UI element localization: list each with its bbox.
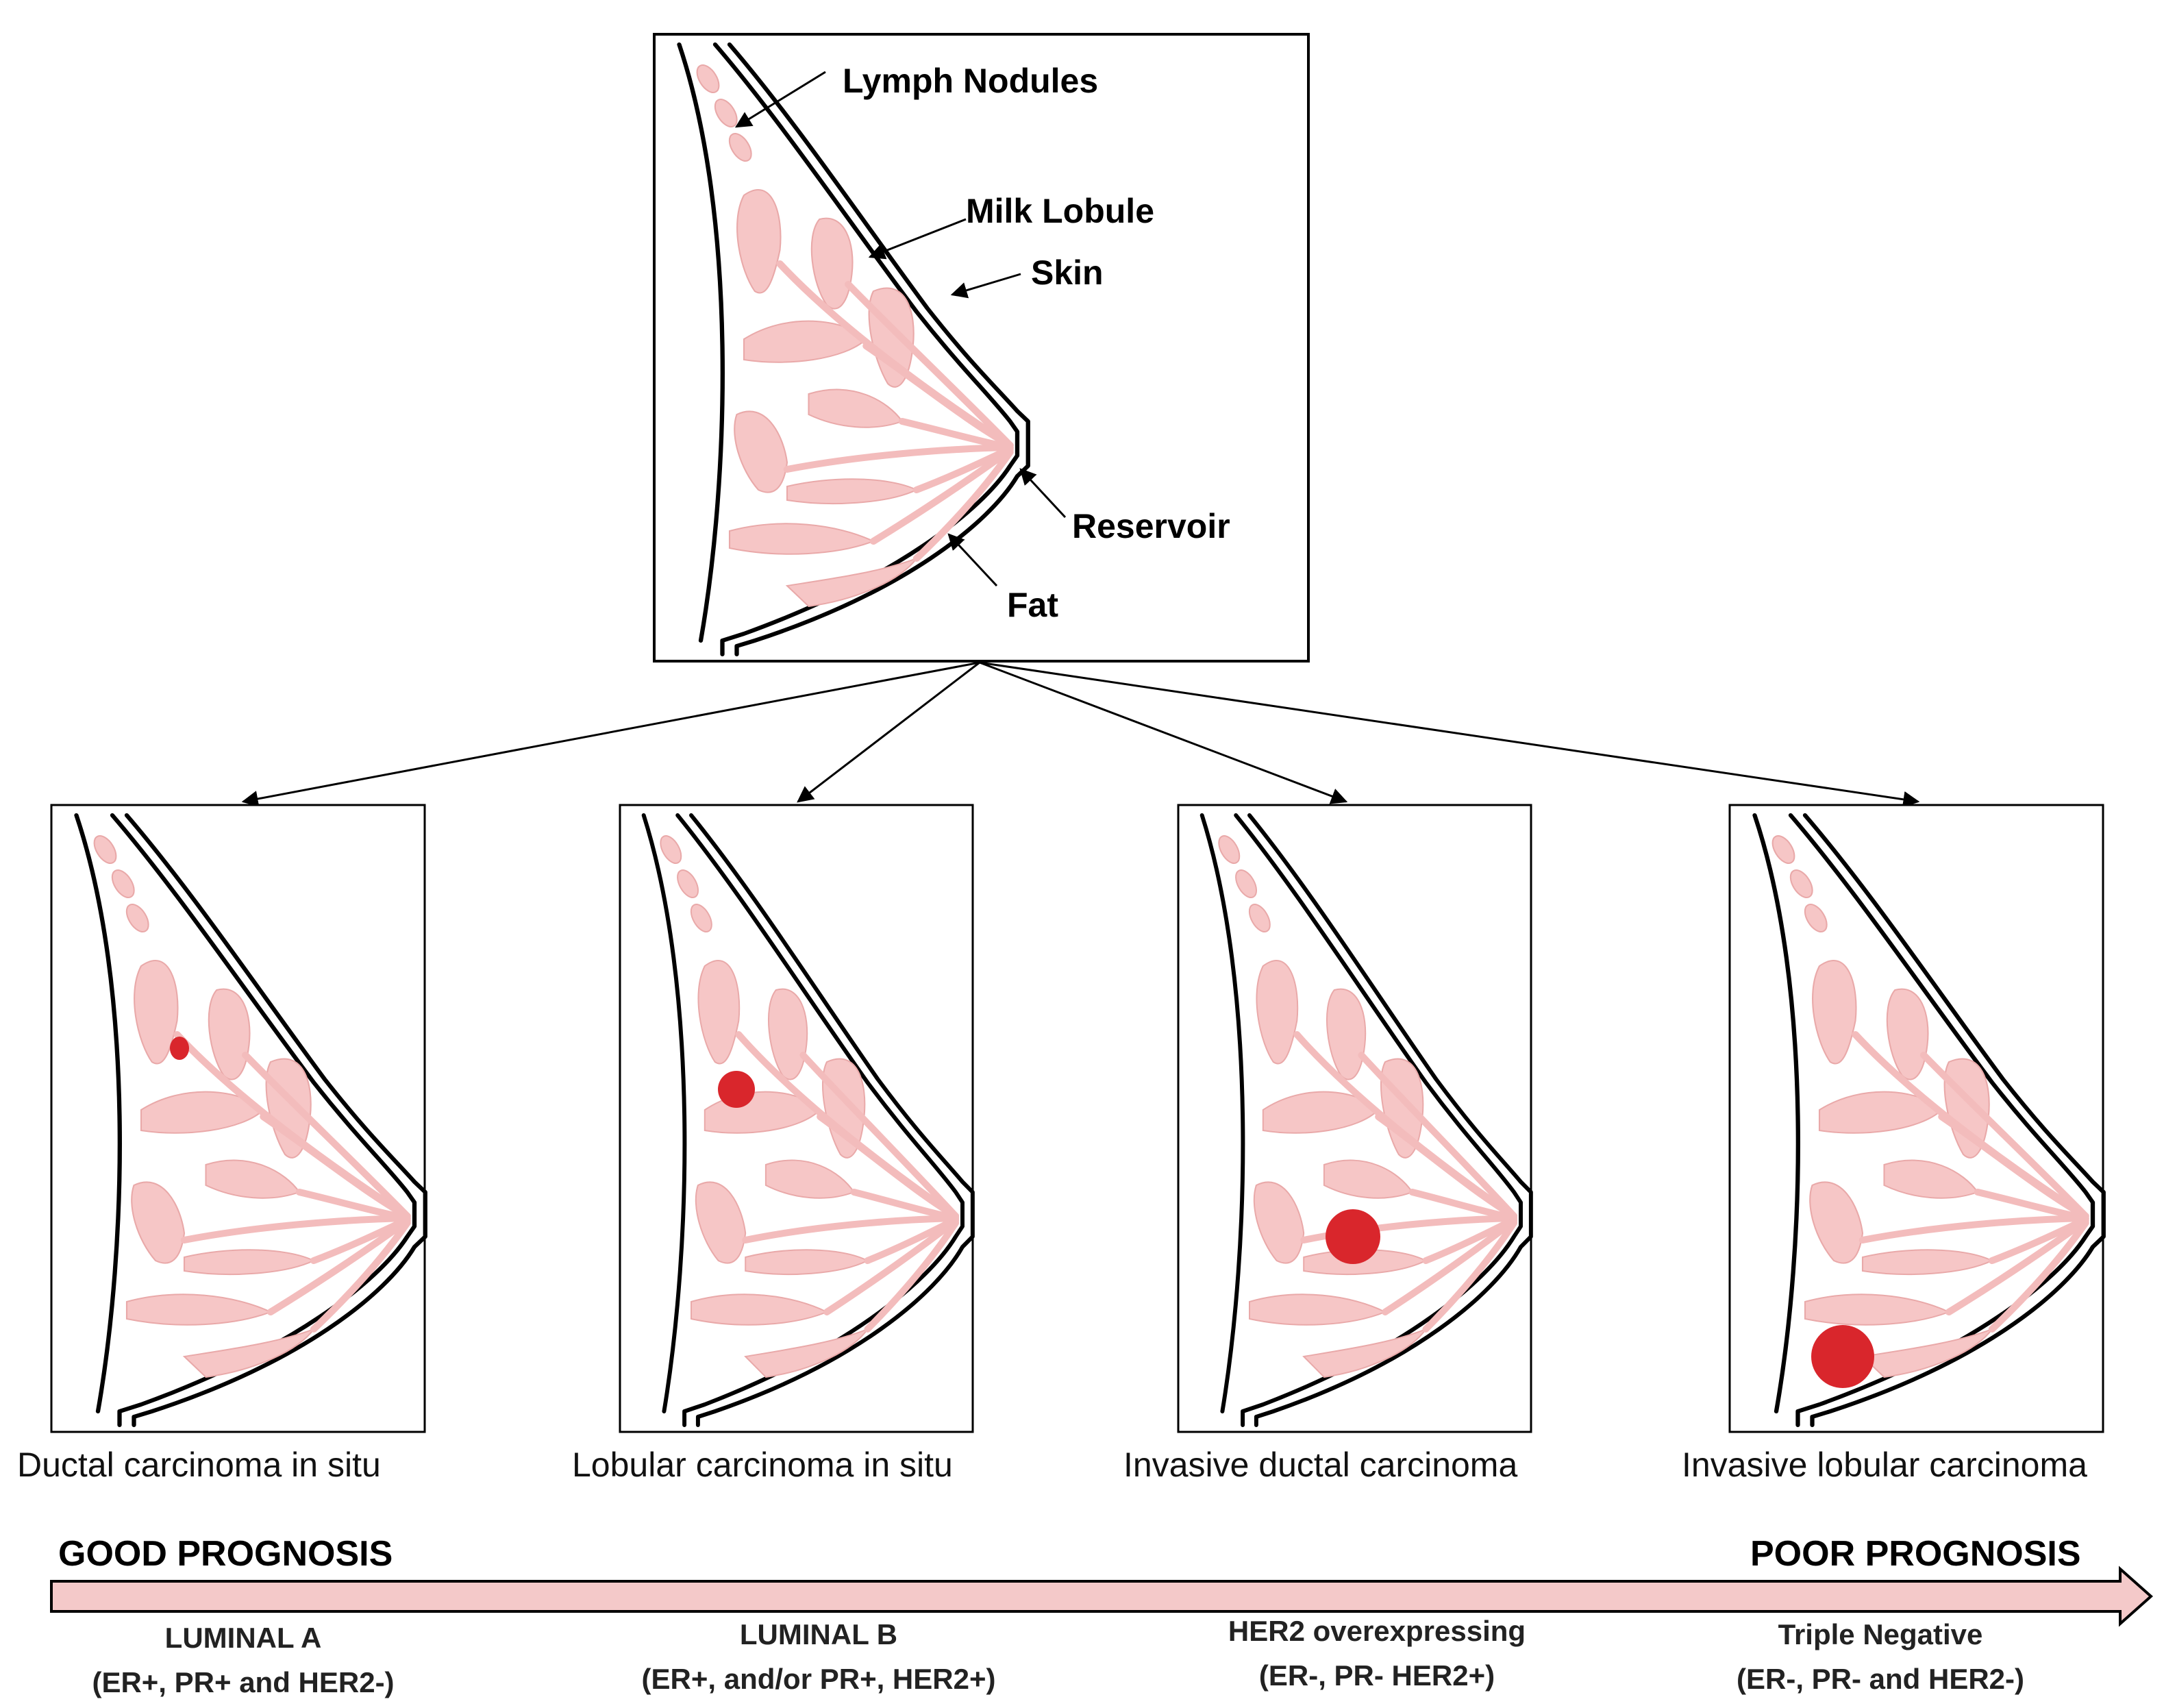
subtype-name: Triple Negative: [1778, 1618, 1983, 1650]
stage-panel-3: Invasive ductal carcinoma: [1123, 804, 1531, 1484]
subtype-luminal-a: LUMINAL A (ER+, PR+ and HER2-): [92, 1622, 394, 1698]
label-milk-lobule: Milk Lobule: [966, 192, 1154, 230]
stage-panel-1: Ductal carcinoma in situ: [17, 804, 425, 1484]
lobule-pointer: [868, 218, 967, 260]
stage-caption: Lobular carcinoma in situ: [572, 1446, 953, 1484]
subtype-name: HER2 overexpressing: [1228, 1615, 1526, 1647]
branch-arrow-3: [979, 661, 1348, 804]
reservoir-pointer: [1019, 468, 1067, 519]
label-skin: Skin: [1031, 253, 1104, 292]
stage-panel-4: Invasive lobular carcinoma: [1682, 804, 2104, 1484]
fat-pointer: [947, 533, 998, 587]
stage-caption: Invasive lobular carcinoma: [1682, 1446, 2087, 1484]
lymph-pointer: [734, 71, 826, 128]
good-prognosis-label: GOOD PROGNOSIS: [58, 1534, 393, 1574]
stage-panel-2: Lobular carcinoma in situ: [572, 804, 973, 1484]
prognosis-arrow: [50, 1565, 2154, 1627]
skin-pointer: [950, 273, 1021, 299]
subtype-markers: (ER-, PR- HER2+): [1259, 1659, 1495, 1692]
label-fat: Fat: [1007, 586, 1058, 624]
subtype-her2: HER2 overexpressing (ER-, PR- HER2+): [1228, 1615, 1526, 1692]
branch-arrow-2: [797, 661, 980, 803]
poor-prognosis-label: POOR PROGNOSIS: [1750, 1534, 2081, 1574]
label-reservoir: Reservoir: [1072, 507, 1230, 545]
branch-arrow-4: [979, 661, 1920, 808]
stage-caption: Invasive ductal carcinoma: [1123, 1446, 1517, 1484]
branch-arrows: [241, 661, 1920, 808]
tumor-marker: [718, 1071, 755, 1108]
subtype-markers: (ER+, and/or PR+, HER2+): [642, 1663, 996, 1695]
stage-caption: Ductal carcinoma in situ: [17, 1446, 381, 1484]
prognosis-scale: GOOD PROGNOSIS POOR PROGNOSIS LUMINAL A …: [50, 1534, 2154, 1698]
subtype-luminal-b: LUMINAL B (ER+, and/or PR+, HER2+): [642, 1618, 996, 1695]
branch-arrow-1: [241, 661, 980, 807]
anatomy-panel: Lymph Nodules Milk Lobule Skin Reservoir…: [653, 33, 1310, 663]
tumor-marker: [170, 1037, 189, 1060]
tumor-marker: [1811, 1325, 1874, 1388]
label-lymph-nodules: Lymph Nodules: [843, 62, 1098, 100]
subtype-markers: (ER+, PR+ and HER2-): [92, 1666, 394, 1698]
subtype-name: LUMINAL A: [165, 1622, 322, 1654]
subtype-name: LUMINAL B: [740, 1618, 897, 1650]
tumor-marker: [1326, 1209, 1380, 1264]
subtype-triple-negative: Triple Negative (ER-, PR- and HER2-): [1737, 1618, 2024, 1695]
subtype-markers: (ER-, PR- and HER2-): [1737, 1663, 2024, 1695]
